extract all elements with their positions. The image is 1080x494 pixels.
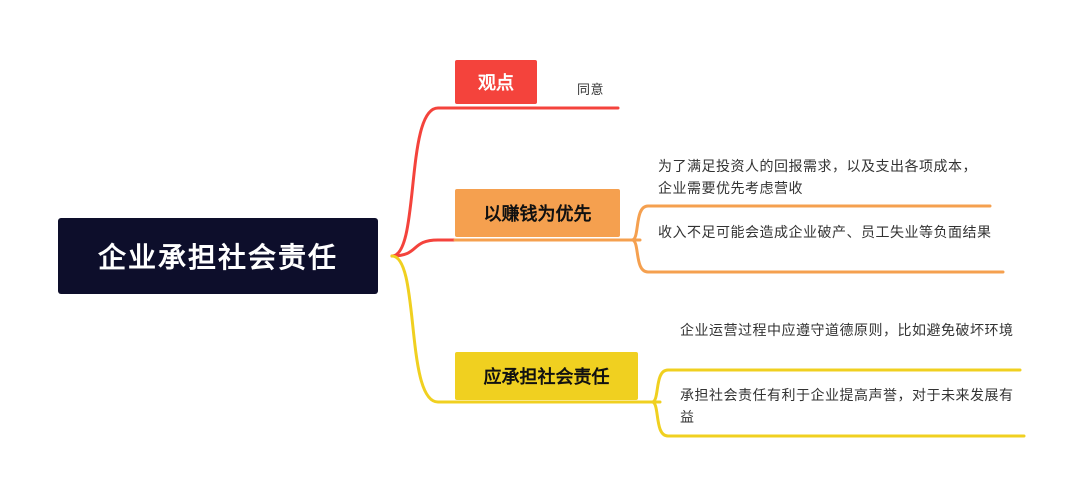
connector-profit-1: [630, 204, 992, 242]
leaf-resp-reputation[interactable]: 承担社会责任有利于企业提高声誉，对于未来发展有益: [680, 388, 1014, 426]
connector-root-responsibility: [390, 254, 457, 404]
branch-node-profit-first[interactable]: 以赚钱为优先: [455, 189, 620, 237]
branch-node-viewpoint[interactable]: 观点: [455, 60, 537, 104]
leaf-resp-ethics[interactable]: 企业运营过程中应遵守道德原则，比如避免破坏环境: [680, 323, 1014, 339]
leaf-agree[interactable]: 同意: [577, 83, 605, 98]
connector-resp-2: [650, 400, 1026, 438]
connector-root-profit: [390, 238, 457, 258]
leaf-profit-investor-returns[interactable]: 为了满足投资人的回报需求，以及支出各项成本，企业需要优先考虑营收: [658, 159, 977, 197]
connector-resp-1: [650, 368, 1022, 404]
root-node[interactable]: 企业承担社会责任: [58, 218, 378, 294]
branch-node-social-responsibility[interactable]: 应承担社会责任: [455, 352, 638, 400]
connector-profit-2: [630, 238, 1005, 274]
connector-root-viewpoint: [390, 106, 457, 258]
leaf-profit-bankruptcy-risk[interactable]: 收入不足可能会造成企业破产、员工失业等负面结果: [658, 225, 992, 241]
